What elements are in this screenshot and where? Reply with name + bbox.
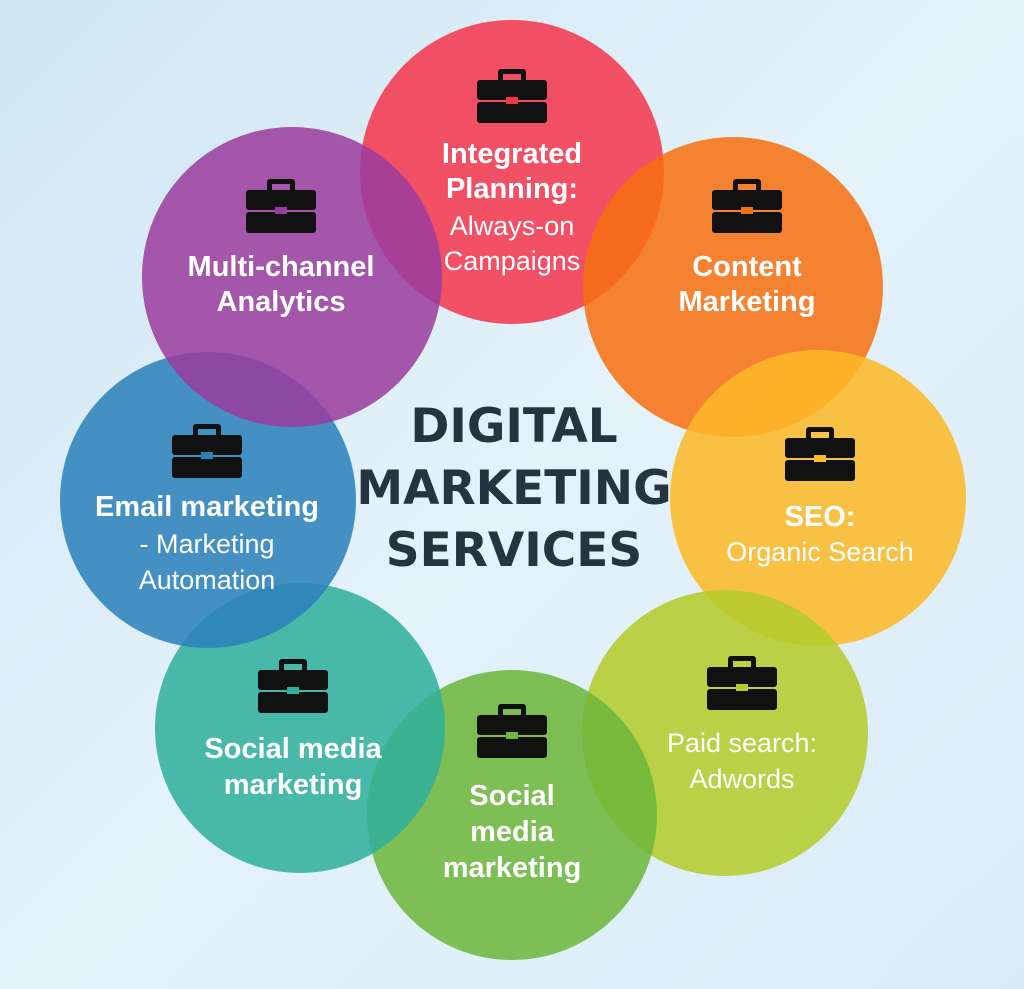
briefcase-icon <box>785 427 855 481</box>
title-line-2: MARKETING <box>356 461 671 516</box>
service-label-line: media <box>470 816 555 848</box>
service-label-line: Organic Search <box>726 537 914 567</box>
service-label-line: Social media <box>204 733 382 765</box>
briefcase-icon <box>246 179 316 233</box>
service-circle-6 <box>155 583 445 873</box>
service-label-line: Multi-channel <box>188 251 375 283</box>
service-label-line: Automation <box>139 565 276 595</box>
service-label-line: Adwords <box>689 764 794 794</box>
service-label-group-3: SEO: Organic Search <box>726 427 914 567</box>
title-line-1: DIGITAL <box>410 399 617 454</box>
service-label-line: Social <box>469 780 554 812</box>
service-label-line: Planning: <box>446 173 578 205</box>
briefcase-icon <box>477 69 547 123</box>
briefcase-icon <box>712 179 782 233</box>
service-label-line: Integrated <box>442 138 582 170</box>
service-label-line: Marketing <box>679 286 816 318</box>
service-label-group-4: Paid search: Adwords <box>667 656 817 794</box>
title-line-3: SERVICES <box>386 523 642 578</box>
briefcase-icon <box>258 659 328 713</box>
service-label-line: Content <box>692 251 802 283</box>
center-title: DIGITAL MARKETING SERVICES <box>356 399 671 578</box>
service-label-group-6: Social media marketing <box>204 659 383 801</box>
service-circle-8 <box>142 127 442 427</box>
briefcase-icon <box>707 656 777 710</box>
briefcase-icon <box>477 704 547 758</box>
service-label-line: marketing <box>224 769 363 801</box>
service-label-line: Campaigns <box>444 246 581 276</box>
service-label-line: Email marketing <box>95 491 319 523</box>
service-circle-3 <box>670 350 966 646</box>
service-label-line: marketing <box>443 852 582 884</box>
service-label-line: Paid search: <box>667 728 817 758</box>
service-label-group-5: Social media marketing <box>443 704 582 884</box>
service-label-line: - Marketing <box>139 529 274 559</box>
briefcase-icon <box>172 424 242 478</box>
service-label-line: Always-on <box>450 211 575 241</box>
service-label-line: SEO: <box>785 501 856 533</box>
service-label-line: Analytics <box>217 286 346 318</box>
